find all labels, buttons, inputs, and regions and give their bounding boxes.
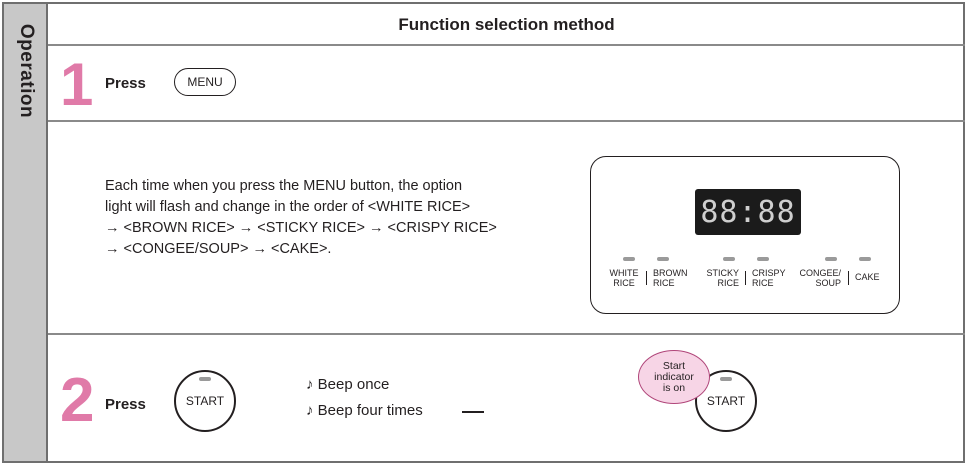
option-light bbox=[825, 257, 837, 261]
instruction-line: → <CONGEE/SOUP> → <CAKE>. bbox=[105, 241, 332, 257]
option-separator bbox=[646, 271, 647, 285]
start-indicator bbox=[199, 377, 211, 381]
start-button-label: START bbox=[706, 394, 746, 408]
page-title: Function selection method bbox=[398, 15, 615, 34]
option-light bbox=[859, 257, 871, 261]
option-light bbox=[657, 257, 669, 261]
option-light bbox=[723, 257, 735, 261]
divider bbox=[48, 120, 965, 122]
step-number-1: 1 bbox=[60, 51, 94, 118]
instruction-line: light will flash and change in the order… bbox=[105, 199, 471, 215]
press-label: Press bbox=[105, 75, 146, 92]
option-congee-soup: CONGEE/SOUP bbox=[799, 268, 841, 288]
step-number-2: 2 bbox=[60, 366, 95, 435]
instruction-text: Each time when you press the MENU button… bbox=[105, 176, 525, 260]
sidebar: Operation bbox=[4, 4, 48, 461]
instruction-line: Each time when you press the MENU button… bbox=[105, 178, 463, 194]
dash-line bbox=[462, 411, 484, 413]
option-separator bbox=[848, 271, 849, 285]
start-button-label: START bbox=[185, 394, 225, 408]
instruction-line: → <BROWN RICE> → <STICKY RICE> → <CRISPY… bbox=[105, 220, 497, 236]
option-separator bbox=[745, 271, 746, 285]
start-button-lit: START bbox=[695, 370, 757, 432]
digital-display: 88:88 bbox=[695, 189, 801, 235]
option-light bbox=[757, 257, 769, 261]
press-label: Press bbox=[105, 396, 146, 413]
menu-button[interactable]: MENU bbox=[174, 68, 236, 96]
sidebar-label: Operation bbox=[16, 23, 38, 119]
start-indicator-callout: Start indicator is on bbox=[638, 350, 710, 404]
beep-once-text: ♪ Beep once bbox=[306, 376, 390, 393]
start-indicator-on bbox=[720, 377, 732, 381]
option-light bbox=[623, 257, 635, 261]
option-cake: CAKE bbox=[855, 272, 880, 282]
beep-four-times-text: ♪ Beep four times bbox=[306, 402, 423, 419]
start-button[interactable]: START bbox=[174, 370, 236, 432]
divider bbox=[48, 44, 965, 46]
divider bbox=[48, 333, 965, 335]
